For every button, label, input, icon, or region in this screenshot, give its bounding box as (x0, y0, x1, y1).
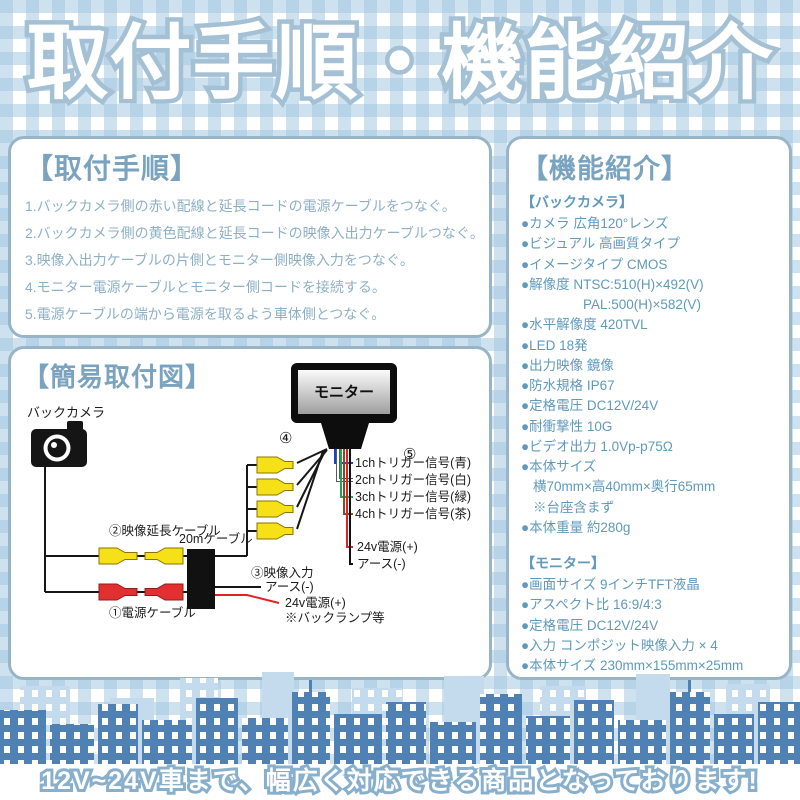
camera-spec-line: ●カメラ 広角120°レンズ (521, 216, 669, 231)
wire-label-3ch: 3chトリガー信号(緑) (355, 489, 471, 504)
camera-spec-line: 横70mm×高40mm×奥行65mm (533, 479, 716, 495)
camera-spec-line: ●出力映像 鏡像 (521, 357, 614, 373)
install-step: 1.バックカメラ側の赤い配線と延長コードの電源ケーブルをつなぐ。 (25, 198, 456, 214)
wiring-diagram-heading: 【簡易取付図】 (23, 362, 213, 392)
backlamp-note: ※バックランプ等 (285, 610, 385, 625)
features-heading: 【機能紹介】 (521, 154, 689, 184)
footer-banner: 12V~24V車まで、幅広く対応できる商品となっております! 12V~24V車ま… (0, 764, 800, 800)
monitor-wires (334, 449, 353, 565)
camera-section-label: 【バックカメラ】 (521, 194, 633, 210)
install-step: 3.映像入出力ケーブルの片側とモニター側映像入力をつなぐ。 (25, 251, 414, 268)
wire-label-4ch: 4chトリガー信号(茶) (355, 506, 471, 521)
camera-spec-line: ●防水規格 IP67 (521, 378, 615, 393)
install-step: 5.電源ケーブルの端から電源を取るよう車体側とつなぐ。 (25, 305, 386, 322)
page-title-text: 取付手順・機能紹介 (26, 18, 774, 109)
install-steps-panel: 【取付手順】 1.バックカメラ側の赤い配線と延長コードの電源ケーブルをつなぐ。 2… (8, 136, 492, 338)
diagram-number-5: ⑤ (403, 446, 416, 463)
page-title-outline: 取付手順・機能紹介 (22, 14, 777, 114)
camera-spec-line: ●ビジュアル 高画質タイプ (521, 236, 681, 252)
camera-spec-line: ●定格電圧 DC12V/24V (521, 398, 659, 414)
city-skyline (0, 672, 800, 766)
camera-spec-line: ●LED 18発 (521, 337, 588, 353)
camera-spec-line: ●水平解像度 420TVL (521, 317, 648, 333)
power-cable-label: ①電源ケーブル (109, 605, 196, 620)
monitor-icon: モニター (291, 363, 397, 449)
monitor-label: モニター (314, 384, 374, 401)
cable-label: 20mケーブル (179, 531, 253, 546)
video-extension-label: ②映像延長ケーブル (109, 523, 221, 538)
monitor-spec-line: ●入力 コンポジット映像入力 × 4 (521, 637, 718, 653)
camera-spec-line: ●本体重量 約280g (521, 519, 631, 535)
wire-label-1ch: 1chトリガー信号(青) (355, 456, 471, 470)
red-plug-pair (98, 583, 184, 601)
wiring-diagram-panel: 【簡易取付図】 (8, 346, 492, 680)
camera-spec-line: ●耐衝撃性 10G (521, 418, 613, 434)
power-label: 24v電源(+) (285, 596, 346, 610)
camera-specs-list: ●カメラ 広角120°レンズ ●ビジュアル 高画質タイプ ●イメージタイプ CMOS… (521, 214, 777, 538)
wire-black (349, 449, 353, 565)
page-title: 取付手順・機能紹介 取付手順・機能紹介 (0, 6, 800, 126)
footer-text: 12V~24V車まで、幅広く対応できる商品となっております! (41, 767, 759, 795)
diagram-number-4: ④ (279, 430, 292, 447)
wiring-diagram: バックカメラ モニター ④ ⑤ 20mケーブル (27, 363, 471, 625)
install-steps-list: 1.バックカメラ側の赤い配線と延長コードの電源ケーブルをつなぐ。 2.バックカメラ… (25, 193, 484, 327)
video-in-label: ③映像入力 (251, 566, 314, 580)
monitor-spec-line: ●画面サイズ 9インチTFT液晶 (521, 577, 700, 592)
cable-lines (44, 448, 328, 593)
wire-label-2ch: 2chトリガー信号(白) (355, 472, 471, 487)
backup-camera-icon (31, 421, 87, 467)
monitor-section-label: 【モニター】 (521, 555, 605, 571)
camera-spec-line: ※台座含まず (533, 499, 614, 515)
monitor-specs-list: ●画面サイズ 9インチTFT液晶 ●アスペクト比 16:9/4:3 ●定格電圧 DC… (521, 575, 777, 676)
install-step: 4.モニター電源ケーブルとモニター側コードを接続する。 (25, 278, 386, 295)
cable-block (187, 549, 215, 609)
monitor-spec-line: ●定格電圧 DC12V/24V (521, 617, 659, 633)
camera-spec-line: PAL:500(H)×582(V) (583, 297, 701, 312)
camera-spec-line: ●イメージタイプ CMOS (521, 256, 668, 272)
camera-spec-line: ●本体サイズ (521, 459, 597, 474)
video-input-plugs (256, 456, 294, 540)
power-wire-red (215, 594, 280, 604)
wire-label-earth: アース(-) (357, 557, 406, 571)
install-step: 2.バックカメラ側の黄色配線と延長コードの映像入出力ケーブルつなぐ。 (25, 224, 484, 241)
earth-label: アース(-) (265, 580, 314, 594)
camera-label: バックカメラ (27, 405, 105, 420)
wire-label-24v: 24v電源(+) (357, 540, 418, 554)
footer-text-outline: 12V~24V車まで、幅広く対応できる商品となっております! (38, 764, 760, 798)
features-panel: 【機能紹介】 【バックカメラ】 ●カメラ 広角120°レンズ ●ビジュアル 高画質… (506, 136, 792, 680)
yellow-plug-pair (98, 547, 184, 565)
skyline-front-buildings (0, 680, 800, 766)
monitor-spec-line: ●アスペクト比 16:9/4:3 (521, 597, 662, 613)
camera-spec-line: ●解像度 NTSC:510(H)×492(V) (521, 276, 704, 292)
install-steps-heading: 【取付手順】 (25, 153, 200, 184)
camera-spec-line: ●ビデオ出力 1.0Vp-p75Ω (521, 438, 673, 454)
monitor-spec-line: ●本体サイズ 230mm×155mm×25mm (521, 658, 744, 673)
